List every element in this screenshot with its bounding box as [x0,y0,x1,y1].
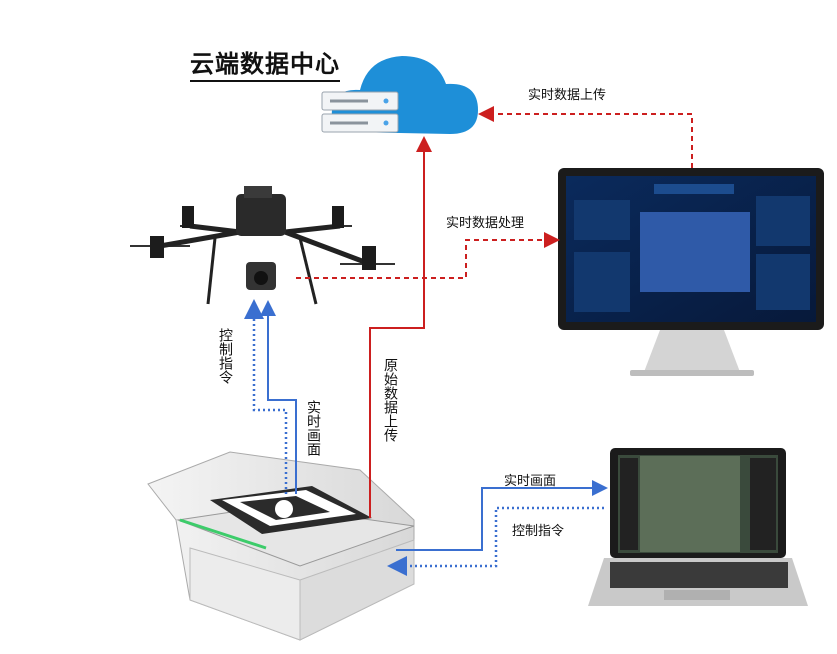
label-realtime-video-left: 实时画面 [305,400,321,456]
diagram-title: 云端数据中心 [190,44,340,82]
laptop-icon [588,448,808,606]
arrow-dock-to-drone-video [260,300,297,494]
monitor-icon [558,168,824,376]
arrow-drone-control-cmd [244,299,288,494]
arrow-laptop-to-dock [387,506,604,576]
label-realtime-processing: 实时数据处理 [446,216,525,231]
label-control-cmd-left: 控制指令 [217,328,233,384]
label-control-cmd-right: 控制指令 [512,524,565,539]
arrow-dock-to-cloud [369,136,432,518]
label-raw-data-upload: 原始数据上传 [382,358,398,442]
arrow-dock-to-laptop [396,480,608,551]
label-cloud-upload: 实时数据上传 [528,88,607,103]
arrow-monitor-to-cloud [478,106,693,168]
arrow-drone-to-monitor [296,232,560,279]
drone-icon [130,186,395,305]
server-icon [321,91,399,133]
label-realtime-video-right: 实时画面 [504,474,557,489]
dock-station-icon [147,451,415,641]
